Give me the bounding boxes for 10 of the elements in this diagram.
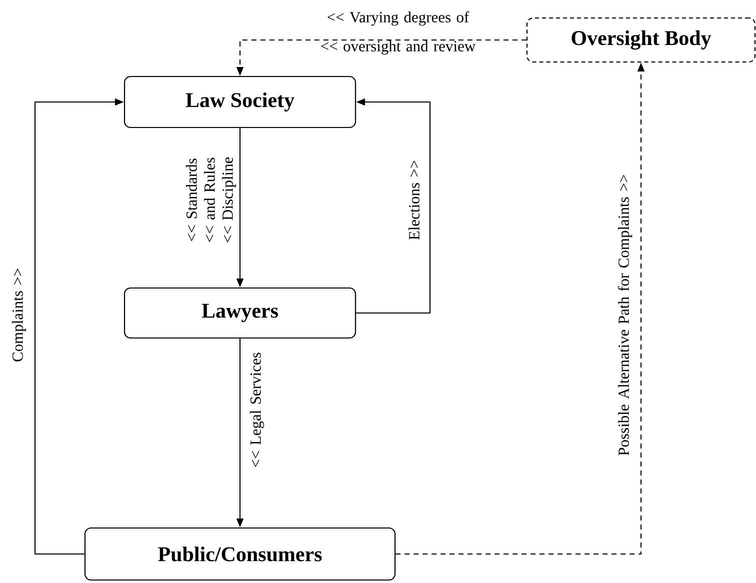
- edge-label: Complaints >>: [12, 268, 26, 362]
- edge-label: << Legal Services: [250, 352, 264, 468]
- process-box: Public/Consumers: [84, 527, 396, 581]
- process-box: Lawyers: [124, 287, 356, 339]
- edge-label: Possible Alternative Path for Complaints >>: [618, 174, 632, 456]
- process-box: Law Society: [124, 76, 356, 128]
- edge-label: << Standards << and Rules << Discipline: [186, 157, 236, 242]
- edge-label: Elections >>: [408, 160, 420, 240]
- process-box: Oversight Body: [526, 17, 756, 63]
- edge-label: << Varying degrees of << oversight and review: [321, 11, 476, 55]
